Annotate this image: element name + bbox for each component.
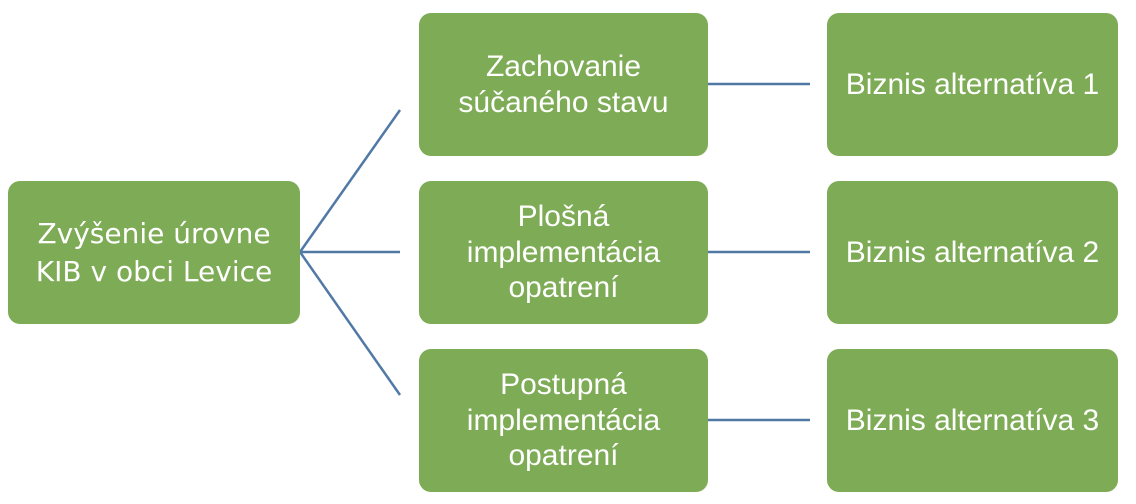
option-node-1: Zachovanie súčaného stavu <box>419 13 708 156</box>
root-goal-node: Zvýšenie úrovne KIB v obci Levice <box>8 181 300 324</box>
alternative-node-1: Biznis alternatíva 1 <box>827 13 1118 156</box>
connector-root-to-option-1 <box>298 109 402 253</box>
option-node-2: Plošná implementácia opatrení <box>419 181 708 324</box>
option-node-3: Postupná implementácia opatrení <box>419 349 708 492</box>
connector-root-to-option-3 <box>298 251 402 396</box>
alternative-node-2: Biznis alternatíva 2 <box>827 181 1118 324</box>
alternative-node-3: Biznis alternatíva 3 <box>827 349 1118 492</box>
